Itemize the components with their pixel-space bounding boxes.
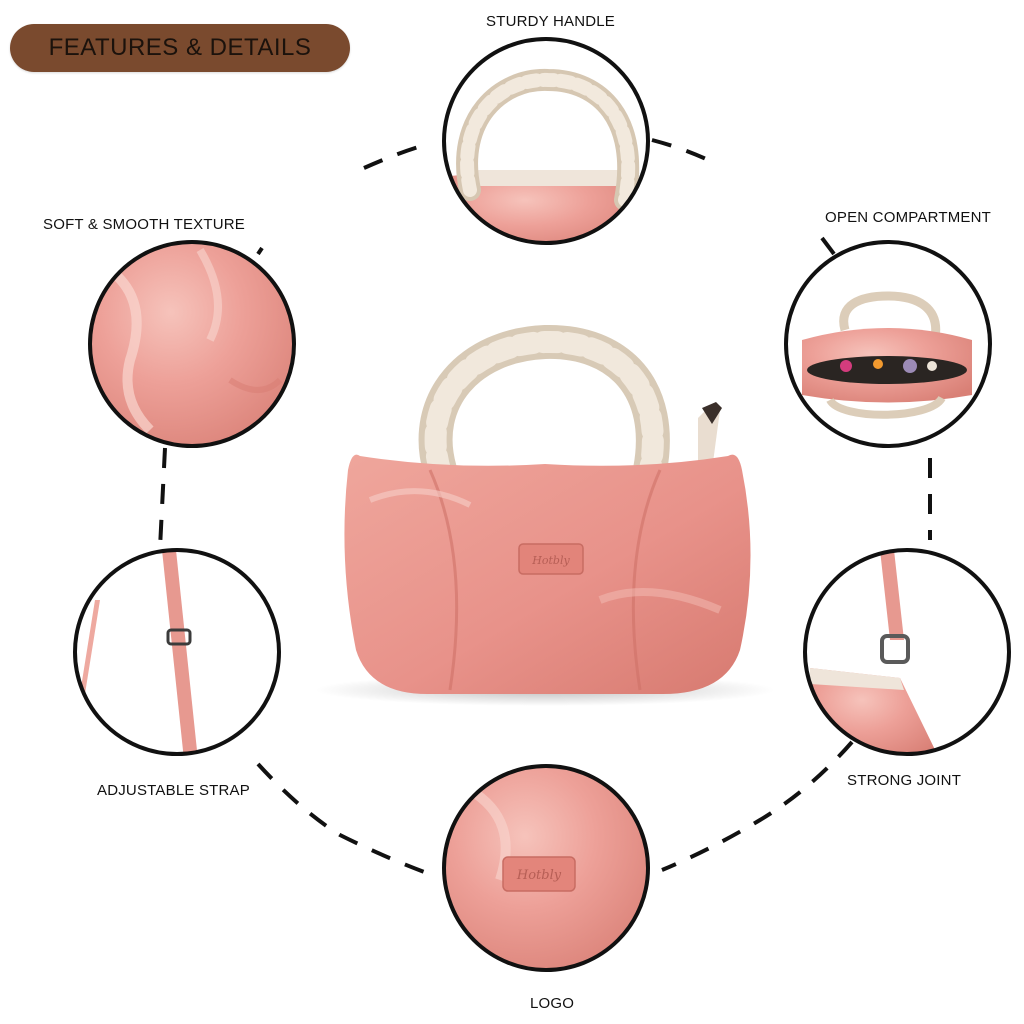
label-sturdy-handle: STURDY HANDLE <box>486 13 616 30</box>
feature-circle-logo: Hotbly <box>442 764 650 972</box>
bag-logo-text: Hotbly <box>531 554 570 567</box>
feature-circle-handle <box>442 37 650 245</box>
label-adjustable-strap: ADJUSTABLE STRAP <box>97 782 250 799</box>
logo-circle-text: Hotbly <box>516 868 562 883</box>
feature-circle-compartment <box>784 240 992 448</box>
feature-circle-joint <box>803 548 1011 756</box>
label-logo: LOGO <box>530 995 575 1012</box>
feature-circle-texture <box>88 240 296 448</box>
label-open-compartment: OPEN COMPARTMENT <box>825 209 991 226</box>
feature-circle-strap <box>73 548 281 756</box>
handbag-main-image: Hotbly <box>315 324 775 706</box>
dashed-ring <box>158 138 932 879</box>
features-header-badge: FEATURES & DETAILS <box>10 24 350 72</box>
label-strong-joint: STRONG JOINT <box>847 772 962 789</box>
label-soft-texture: SOFT & SMOOTH TEXTURE <box>43 216 245 233</box>
features-header-title: FEATURES & DETAILS <box>48 34 312 61</box>
